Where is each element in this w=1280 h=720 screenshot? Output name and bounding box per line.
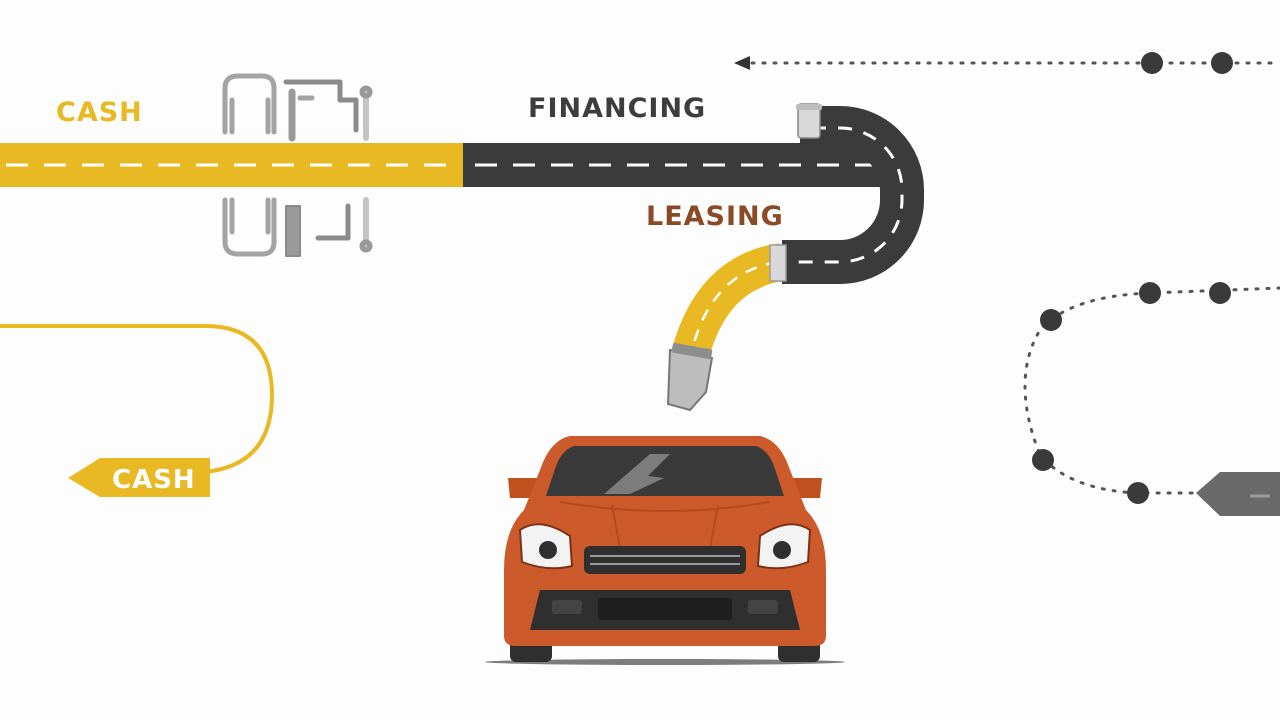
financing-label: FINANCING xyxy=(528,93,706,124)
right-dotted-loop xyxy=(1023,282,1280,516)
cash-sign xyxy=(68,458,210,497)
financing-curve-road xyxy=(782,103,924,284)
leasing-label: LEASING xyxy=(646,201,784,232)
cash-sign-label: CASH xyxy=(112,465,196,495)
signpost-icon xyxy=(1196,472,1280,516)
car-windshield xyxy=(546,446,784,496)
path-node xyxy=(1141,52,1163,74)
leasing-branch-road xyxy=(666,243,787,412)
arrow-left-icon xyxy=(734,56,750,70)
top-dotted-path xyxy=(734,52,1278,74)
mechanical-parts-icon xyxy=(222,73,373,257)
path-node xyxy=(1032,449,1054,471)
path-node xyxy=(1127,482,1149,504)
cash-road-segment xyxy=(0,143,463,187)
car-icon xyxy=(485,436,845,665)
path-node xyxy=(1211,52,1233,74)
path-node xyxy=(1139,282,1161,304)
leasing-road-connector-icon xyxy=(666,342,714,412)
path-node xyxy=(1040,309,1062,331)
main-road xyxy=(0,143,883,187)
car-grille xyxy=(584,546,746,574)
path-node xyxy=(1209,282,1231,304)
cash-top-label: CASH xyxy=(56,97,143,128)
cash-loop-path: CASH xyxy=(0,324,275,497)
